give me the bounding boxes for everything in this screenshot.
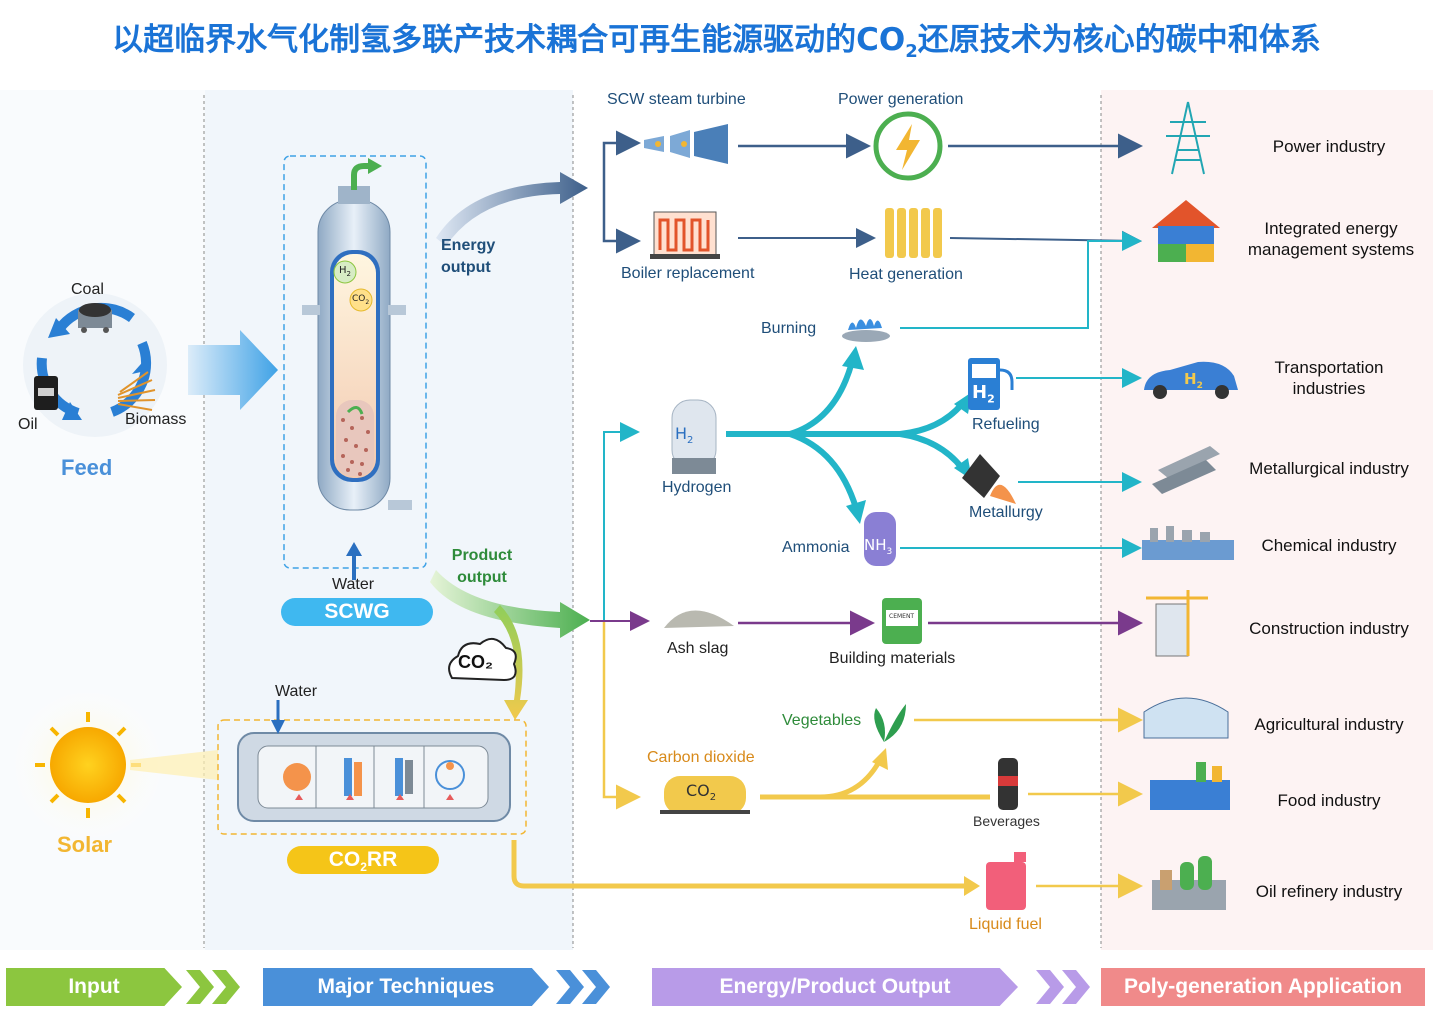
app-agricultural: Agricultural industry xyxy=(1254,715,1404,734)
power-generation-label: Power generation xyxy=(838,91,964,108)
power-generation-icon xyxy=(873,111,943,181)
co2-tank-text: CO2 xyxy=(686,781,717,804)
oil-refinery-icon xyxy=(1152,856,1226,910)
oil-label: Oil xyxy=(18,416,38,433)
construction-icon xyxy=(1146,590,1208,657)
product-branch-co2 xyxy=(602,620,641,810)
vegetables-label: Vegetables xyxy=(782,712,862,729)
liquid-fuel-label: Liquid fuel xyxy=(969,916,1042,933)
co2rr-dashed-box xyxy=(217,719,527,835)
band-techniques: Major Techniques xyxy=(263,968,549,1006)
ash-slag-icon xyxy=(664,610,734,628)
metallurgy-label: Metallurgy xyxy=(969,504,1043,521)
co2-bubble-label: CO2 xyxy=(352,294,370,306)
co2-cloud-icon xyxy=(448,637,517,682)
ash-slag-label: Ash slag xyxy=(667,640,729,657)
app-chemical: Chemical industry xyxy=(1261,536,1397,555)
carbon-dioxide-label: Carbon dioxide xyxy=(647,749,755,766)
greenhouse-icon xyxy=(1143,697,1229,739)
outlet-arrow xyxy=(351,163,370,190)
radiator-icon xyxy=(885,208,942,258)
metallurgy-icon xyxy=(962,454,1016,504)
feed-arrow xyxy=(188,330,278,410)
app-construction: Construction industry xyxy=(1249,619,1409,638)
feed-label: Feed xyxy=(61,455,113,480)
beverages-label: Beverages xyxy=(973,813,1040,829)
food-factory-icon xyxy=(1150,762,1230,810)
beverage-bottle-icon xyxy=(998,758,1018,810)
co2rr-water-label: Water xyxy=(275,683,318,700)
biomass-label: Biomass xyxy=(125,411,187,428)
ammonia-label: Ammonia xyxy=(782,539,850,556)
biomass-icon xyxy=(117,371,156,411)
app-food: Food industry xyxy=(1277,791,1381,810)
band-application: Poly-generation Application xyxy=(1101,968,1425,1006)
h2-bubble-label: H2 xyxy=(339,265,351,278)
solar-label: Solar xyxy=(57,832,113,857)
cement-text: CEMENT xyxy=(889,613,915,620)
co2-to-vegetables xyxy=(760,758,883,800)
product-output-label: Product output xyxy=(451,547,513,586)
steam-turbine-icon xyxy=(644,124,728,164)
band-input: Input xyxy=(6,968,182,1006)
energy-output-label: Energy output xyxy=(441,237,496,276)
nh3-text: NH3 xyxy=(864,536,893,557)
hydrogen-car-icon xyxy=(1144,361,1238,399)
energy-branch-bottom xyxy=(602,188,641,254)
car-h2-text: H2 xyxy=(1184,370,1203,391)
hydrogen-tank-text: H2 xyxy=(675,424,694,447)
cement-bag-icon xyxy=(882,598,922,644)
app-oil-refinery: Oil refinery industry xyxy=(1255,882,1403,901)
liquid-fuel-flow xyxy=(511,840,968,889)
vegetable-plant-icon xyxy=(874,704,906,742)
boiler-icon xyxy=(650,211,720,259)
scwg-reactor-icon xyxy=(302,186,412,511)
page-title: 以超临界水气化制氢多联产技术耦合可再生能源驱动的CO2还原技术为核心的碳中和体系 xyxy=(112,22,1321,63)
chemical-plant-icon xyxy=(1142,526,1234,560)
metal-bars-icon xyxy=(1152,446,1220,494)
gas-burner-icon xyxy=(842,319,890,342)
band-output: Energy/Product Output xyxy=(652,968,1018,1006)
power-tower-icon xyxy=(1166,101,1210,175)
app-transportation: Transportation industries xyxy=(1274,358,1384,398)
building-materials-label: Building materials xyxy=(829,650,956,667)
refuel-h2-text: H2 xyxy=(972,382,995,406)
refueling-station-icon xyxy=(968,358,1014,410)
sun-icon xyxy=(35,712,141,818)
co2rr-pill: CO2RR xyxy=(287,846,439,874)
smart-home-icon xyxy=(1152,200,1220,262)
burning-flow xyxy=(900,231,1142,329)
app-energy-management: Integrated energy management systems xyxy=(1247,219,1415,259)
scwg-pill: SCWG xyxy=(281,598,433,626)
co2-cloud-label: CO₂ xyxy=(458,652,493,672)
co2-tank-icon xyxy=(660,776,750,814)
scw-turbine-label: SCW steam turbine xyxy=(607,91,746,108)
product-branch-hydrogen xyxy=(603,422,640,620)
boiler-label: Boiler replacement xyxy=(621,265,755,282)
ammonia-tank-icon xyxy=(864,512,896,566)
coal-label: Coal xyxy=(71,281,104,298)
co2-recycle-arrow xyxy=(494,605,528,720)
energy-branch-top xyxy=(602,130,641,188)
heat-label: Heat generation xyxy=(849,266,963,283)
burning-label: Burning xyxy=(761,320,817,337)
solar-beam xyxy=(130,750,218,780)
feed-cycle-icon xyxy=(23,293,167,437)
scwg-water-label: Water xyxy=(332,576,375,593)
hydrogen-tank-icon xyxy=(671,399,717,474)
hydrogen-label: Hydrogen xyxy=(662,479,732,496)
energy-output-arrow xyxy=(436,172,588,246)
app-power-industry: Power industry xyxy=(1272,137,1386,156)
fuel-can-icon xyxy=(986,852,1026,910)
co2rr-device-icon xyxy=(237,732,511,822)
product-output-arrow xyxy=(430,570,590,638)
hydrogen-flow xyxy=(726,361,965,509)
app-metallurgical: Metallurgical industry xyxy=(1249,459,1409,478)
refueling-label: Refueling xyxy=(972,416,1040,433)
